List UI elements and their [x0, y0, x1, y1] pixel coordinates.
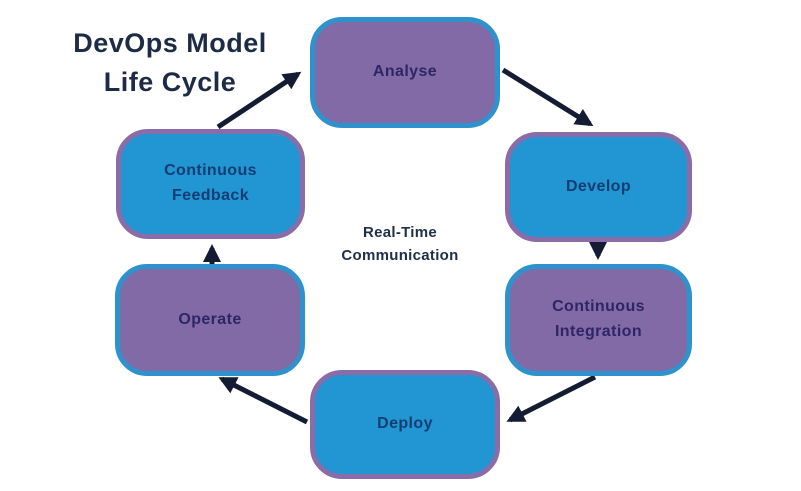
diagram-title: DevOps Model Life Cycle: [40, 24, 300, 102]
arrow-analyse-to-develop: [501, 67, 594, 127]
arrow-continuous-integration-to-deploy: [506, 374, 597, 423]
node-operate: Operate: [115, 264, 305, 376]
center-label-line1: Real-Time: [362, 224, 438, 241]
node-develop-label: Develop: [565, 177, 632, 195]
diagram-title-line1: DevOps Model: [73, 28, 267, 58]
node-develop: Develop: [505, 132, 692, 242]
node-continuous-integration-label: Continuous Integration: [552, 298, 645, 340]
node-analyse: Analyse: [310, 17, 500, 128]
center-label-line2: Communication: [341, 247, 459, 265]
node-continuous-feedback-label: Continuous Feedback: [164, 162, 257, 204]
center-label: Real-Time Communication: [315, 221, 485, 268]
node-continuous-integration: Continuous Integration: [505, 264, 692, 376]
node-deploy: Deploy: [310, 370, 500, 479]
diagram-title-line2: Life Cycle: [103, 67, 237, 98]
node-continuous-feedback: Continuous Feedback: [116, 129, 305, 239]
arrow-deploy-to-operate: [218, 376, 309, 425]
node-operate-label: Operate: [178, 310, 242, 328]
node-analyse-label: Analyse: [372, 63, 438, 81]
node-deploy-label: Deploy: [377, 415, 433, 433]
